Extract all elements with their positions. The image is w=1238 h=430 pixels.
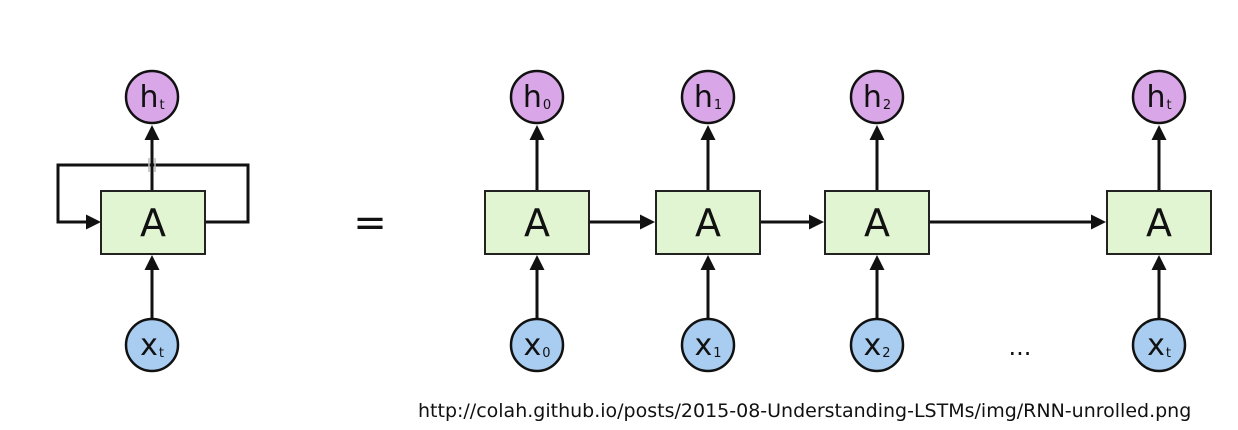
cell-label: A [864, 201, 890, 245]
input-node [1131, 317, 1187, 373]
timestep-0: A h0 x0 [484, 69, 590, 373]
output-node-label: ht [1146, 80, 1171, 115]
input-node [680, 317, 736, 373]
output-node-label: h0 [523, 80, 551, 115]
rolled-rnn: A ht xt [56, 69, 250, 373]
output-node-label: h2 [863, 80, 891, 115]
rnn-cell [484, 190, 590, 255]
input-node [849, 317, 905, 373]
equals-sign: = [353, 200, 387, 246]
input-node-label: xt [1147, 328, 1171, 363]
rnn-cell [824, 190, 930, 255]
input-node [124, 317, 180, 373]
rnn-cell [1106, 190, 1212, 255]
input-node-label: xt [140, 328, 164, 363]
cell-label: A [140, 201, 166, 245]
output-node [680, 69, 736, 125]
rnn-cell [655, 190, 761, 255]
rnn-cell [100, 190, 206, 255]
source-url-caption: http://colah.github.io/posts/2015-08-Und… [418, 400, 1192, 422]
output-node-label: ht [139, 80, 164, 115]
output-node [849, 69, 905, 125]
output-node [509, 69, 565, 125]
ellipsis: ... [1009, 333, 1032, 361]
timestep-1: A h1 x1 [655, 69, 761, 373]
input-node [509, 317, 565, 373]
input-node-label: x2 [863, 328, 890, 363]
recurrent-loop-arrow [56, 163, 250, 222]
unrolled-rnn: A h0 x0 A h1 x1 A h2 x2 [484, 69, 1212, 373]
input-node-label: x1 [694, 328, 721, 363]
timestep-t: A ht xt [1106, 69, 1212, 373]
cell-label: A [695, 201, 721, 245]
timestep-2: A h2 x2 [824, 69, 930, 373]
output-node-label: h1 [694, 80, 722, 115]
input-node-label: x0 [523, 328, 550, 363]
cell-label: A [1146, 201, 1172, 245]
output-node [1131, 69, 1187, 125]
cell-label: A [524, 201, 550, 245]
output-node [124, 69, 180, 125]
